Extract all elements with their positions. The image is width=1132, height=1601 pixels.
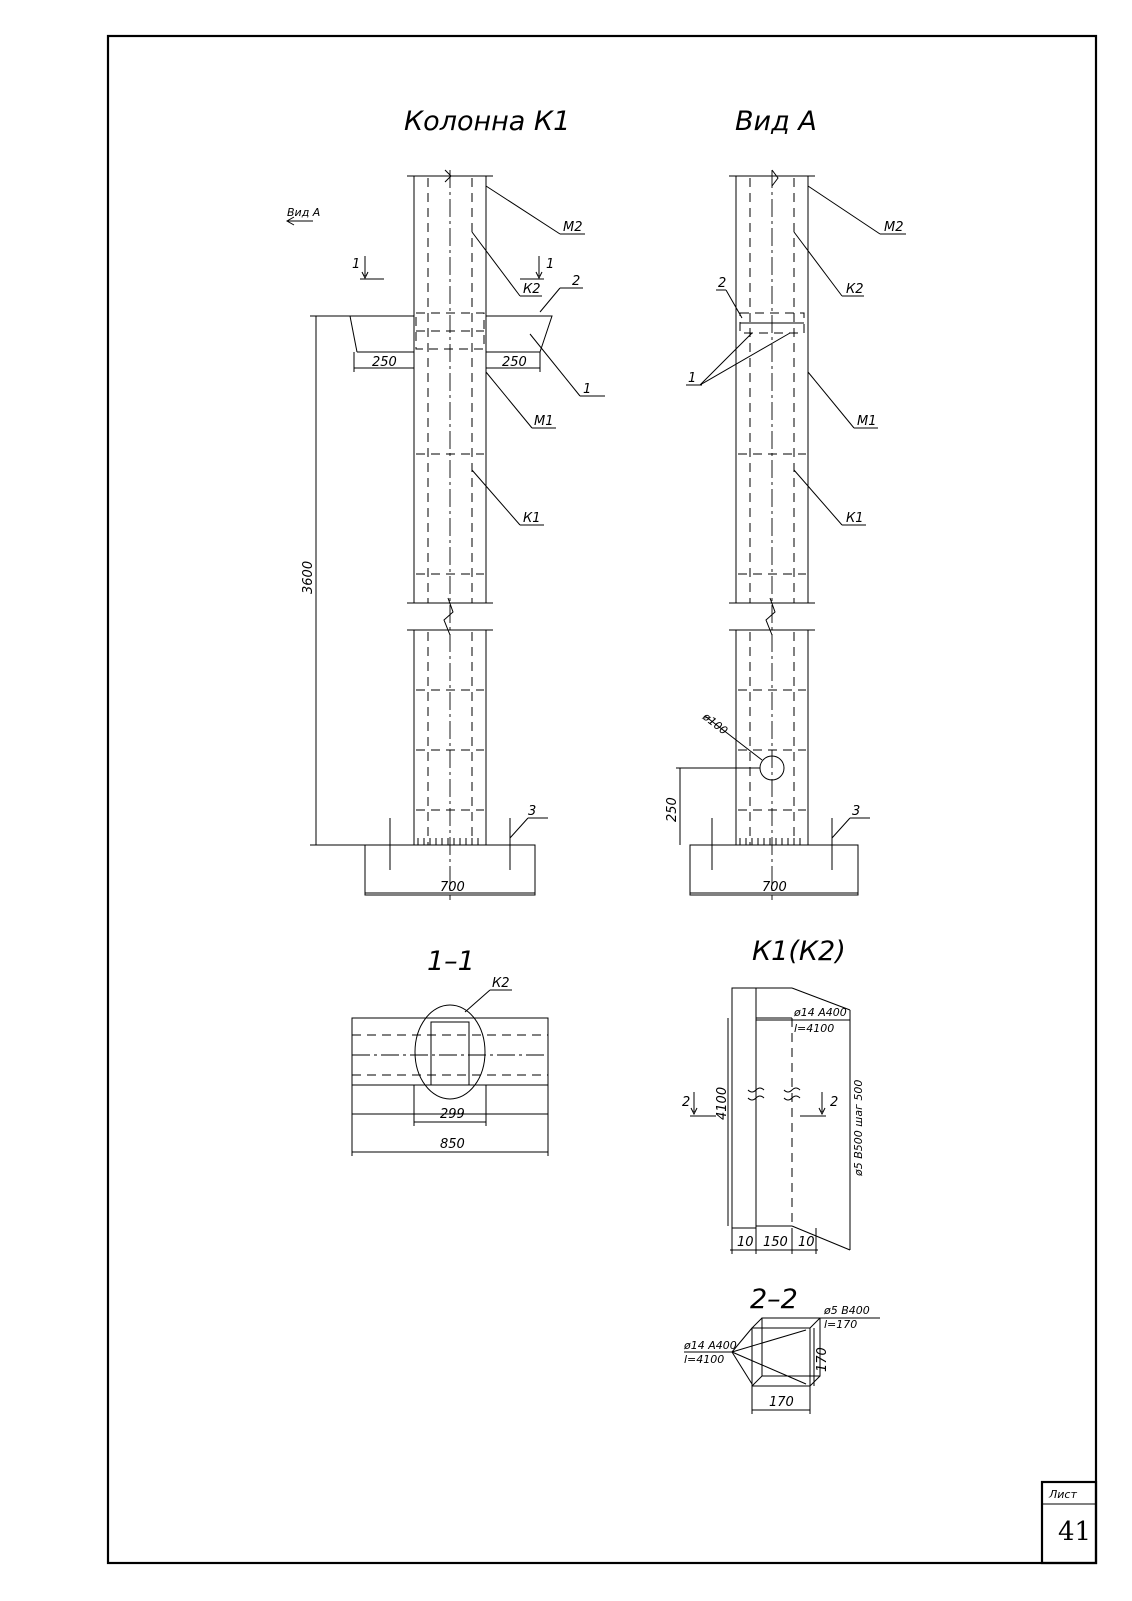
label-pos3: 3 [528, 804, 536, 819]
view-arrow-label: Вид А [287, 206, 320, 219]
label-m2-b: М2 [884, 220, 904, 235]
label-pos3-b: 3 [852, 804, 860, 819]
view-a-elevation: Вид А ø100 250 700 [665, 106, 906, 900]
rebar-stirrup: ø5 В500 шаг 500 [852, 1080, 865, 1177]
dim-detail-w1: 10 [737, 1235, 754, 1250]
section-2-2: 2–2 ø14 А400 l=4100 ø5 В400 l=170 170 17… [683, 1284, 880, 1414]
rebar-main-len-b: l=4100 [684, 1353, 724, 1366]
rebar-main: ø14 А400 [793, 1006, 847, 1019]
detail-k1-k2: К1(К2) ø14 А400 l=4100 ø5 В500 шаг 500 4… [682, 936, 865, 1254]
section-mark-right: 1 [546, 257, 554, 272]
stamp-sheet-number: 41 [1058, 1517, 1091, 1547]
label-m2: М2 [563, 220, 583, 235]
rebar-stirrup-b: ø5 В400 [823, 1304, 870, 1317]
label-k2: К2 [523, 282, 541, 297]
sheet-stamp: Лист 41 [1040, 1480, 1098, 1565]
section-1-1: 1–1 К2 299 850 [351, 946, 549, 1156]
section-mark-2-left: 2 [682, 1095, 690, 1110]
label-k2-sect: К2 [492, 976, 510, 991]
column-title: Колонна К1 [404, 106, 570, 137]
label-k1-b: К1 [846, 511, 864, 526]
dim-detail-w3: 10 [798, 1235, 815, 1250]
sheet-frame [106, 34, 1098, 1565]
dim-base-width: 700 [440, 880, 465, 895]
rebar-main-len: l=4100 [794, 1022, 834, 1035]
dim-base-width-b: 700 [762, 880, 787, 895]
label-pos1-b: 1 [688, 371, 696, 386]
dim-sect-outer: 850 [440, 1137, 465, 1152]
view-a-title: Вид А [735, 106, 817, 137]
dim-height: 3600 [301, 561, 316, 594]
label-pos1: 1 [583, 382, 591, 397]
section-mark-left: 1 [352, 257, 360, 272]
dim-bracket-left: 250 [372, 355, 397, 370]
stamp-label: Лист [1048, 1488, 1077, 1501]
dim-sect-inner: 299 [440, 1107, 465, 1122]
detail-title: К1(К2) [752, 936, 846, 967]
label-k1: К1 [523, 511, 541, 526]
dim-sect2-w: 170 [769, 1395, 794, 1410]
section-mark-2-right: 2 [830, 1095, 838, 1110]
dim-detail-w2: 150 [763, 1235, 788, 1250]
dim-sect2-h: 170 [815, 1347, 830, 1372]
label-pos2: 2 [572, 274, 580, 289]
label-m1: М1 [534, 414, 554, 429]
section-1-1-title: 1–1 [427, 946, 475, 977]
label-m1-b: М1 [857, 414, 877, 429]
rebar-stirrup-len: l=170 [824, 1318, 857, 1331]
dim-hole-height: 250 [665, 797, 680, 822]
label-pos2-b: 2 [718, 276, 726, 291]
dim-bracket-right: 250 [502, 355, 527, 370]
column-k1-elevation: Колонна К1 250 250 [285, 106, 605, 900]
rebar-main-b: ø14 А400 [683, 1339, 737, 1352]
label-k2-b: К2 [846, 282, 864, 297]
section-2-2-title: 2–2 [750, 1284, 798, 1315]
dim-detail-length: 4100 [715, 1087, 730, 1120]
dim-hole-dia: ø100 [699, 710, 730, 738]
